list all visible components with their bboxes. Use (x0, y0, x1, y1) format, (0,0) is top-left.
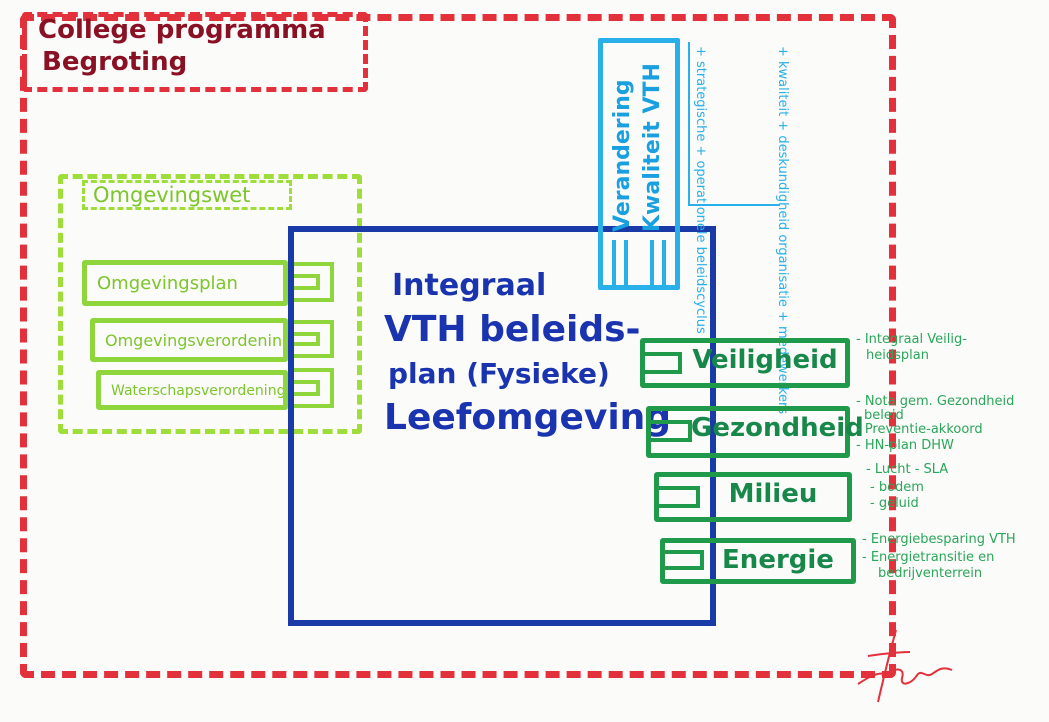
milieu-box: Milieu (654, 472, 852, 522)
outer-frame (20, 14, 896, 678)
milieu-note-3: - geluid (870, 496, 919, 511)
gezondheid-note-3: - Preventie-akkoord (856, 422, 983, 437)
veiligheid-note-1: - Integraal Veilig- (856, 332, 967, 347)
gezondheid-note-1: - Nota gem. Gezondheid (856, 394, 1015, 409)
integraal-vth-box (288, 226, 716, 626)
energie-note-2: - Energietransitie en (862, 550, 995, 565)
omgevingsplan-tab-inner (288, 274, 320, 290)
energie-note-3: bedrijventerrein (878, 566, 983, 581)
omgevingsplan-tab (288, 262, 334, 302)
omgevingsverordening-tab-inner (288, 332, 320, 346)
waterschapsverordening-tab-inner (288, 380, 320, 396)
gezondheid-tab (646, 420, 692, 442)
milieu-tab (654, 486, 700, 508)
signature-icon (857, 629, 953, 703)
title-box (22, 12, 368, 92)
title-line-1: College programma (38, 15, 326, 45)
vth-tab-right (650, 240, 666, 290)
vth-notes-bracket (688, 42, 780, 206)
omgevingswet-label: Omgevingswet (82, 180, 292, 210)
veiligheid-tab (640, 352, 682, 374)
main-line-3: plan (Fysieke) (388, 357, 610, 390)
main-line-2: VTH beleids- (384, 309, 641, 350)
energie-note-1: - Energiebesparing VTH (862, 532, 1016, 547)
gezondheid-box: Gezondheid (646, 406, 864, 458)
title-line-2: Begroting (42, 47, 188, 77)
veiligheid-box: Veiligheid (640, 338, 850, 388)
main-line-4: Leefomgeving (384, 397, 672, 438)
vth-tab-left (612, 240, 628, 290)
omgevingsplan-box: Omgevingsplan (82, 260, 288, 306)
waterschapsverordening-tab (288, 368, 334, 408)
omgevingswet-group (58, 174, 362, 434)
gezondheid-note-2: beleid (864, 408, 904, 423)
vth-note-1: + strategische + operationele beleidscyc… (693, 46, 708, 334)
energie-box: Energie (660, 538, 856, 584)
vth-quality-box (598, 38, 680, 290)
waterschapsverordening-box: Waterschapsverordening (96, 370, 288, 410)
main-line-1: Integraal (392, 268, 547, 303)
vth-line-1: Verandering (610, 79, 635, 232)
milieu-note-2: - bodem (870, 480, 924, 495)
omgevingsverordening-tab (288, 320, 334, 358)
energie-tab (660, 550, 704, 570)
milieu-note-1: - Lucht - SLA (866, 462, 949, 477)
omgevingsverordening-box: Omgevingsverordening (90, 318, 288, 362)
gezondheid-note-4: - HN-plan DHW (856, 438, 954, 453)
veiligheid-note-2: heidsplan (866, 348, 929, 363)
vth-line-2: Kwaliteit VTH (640, 63, 665, 232)
